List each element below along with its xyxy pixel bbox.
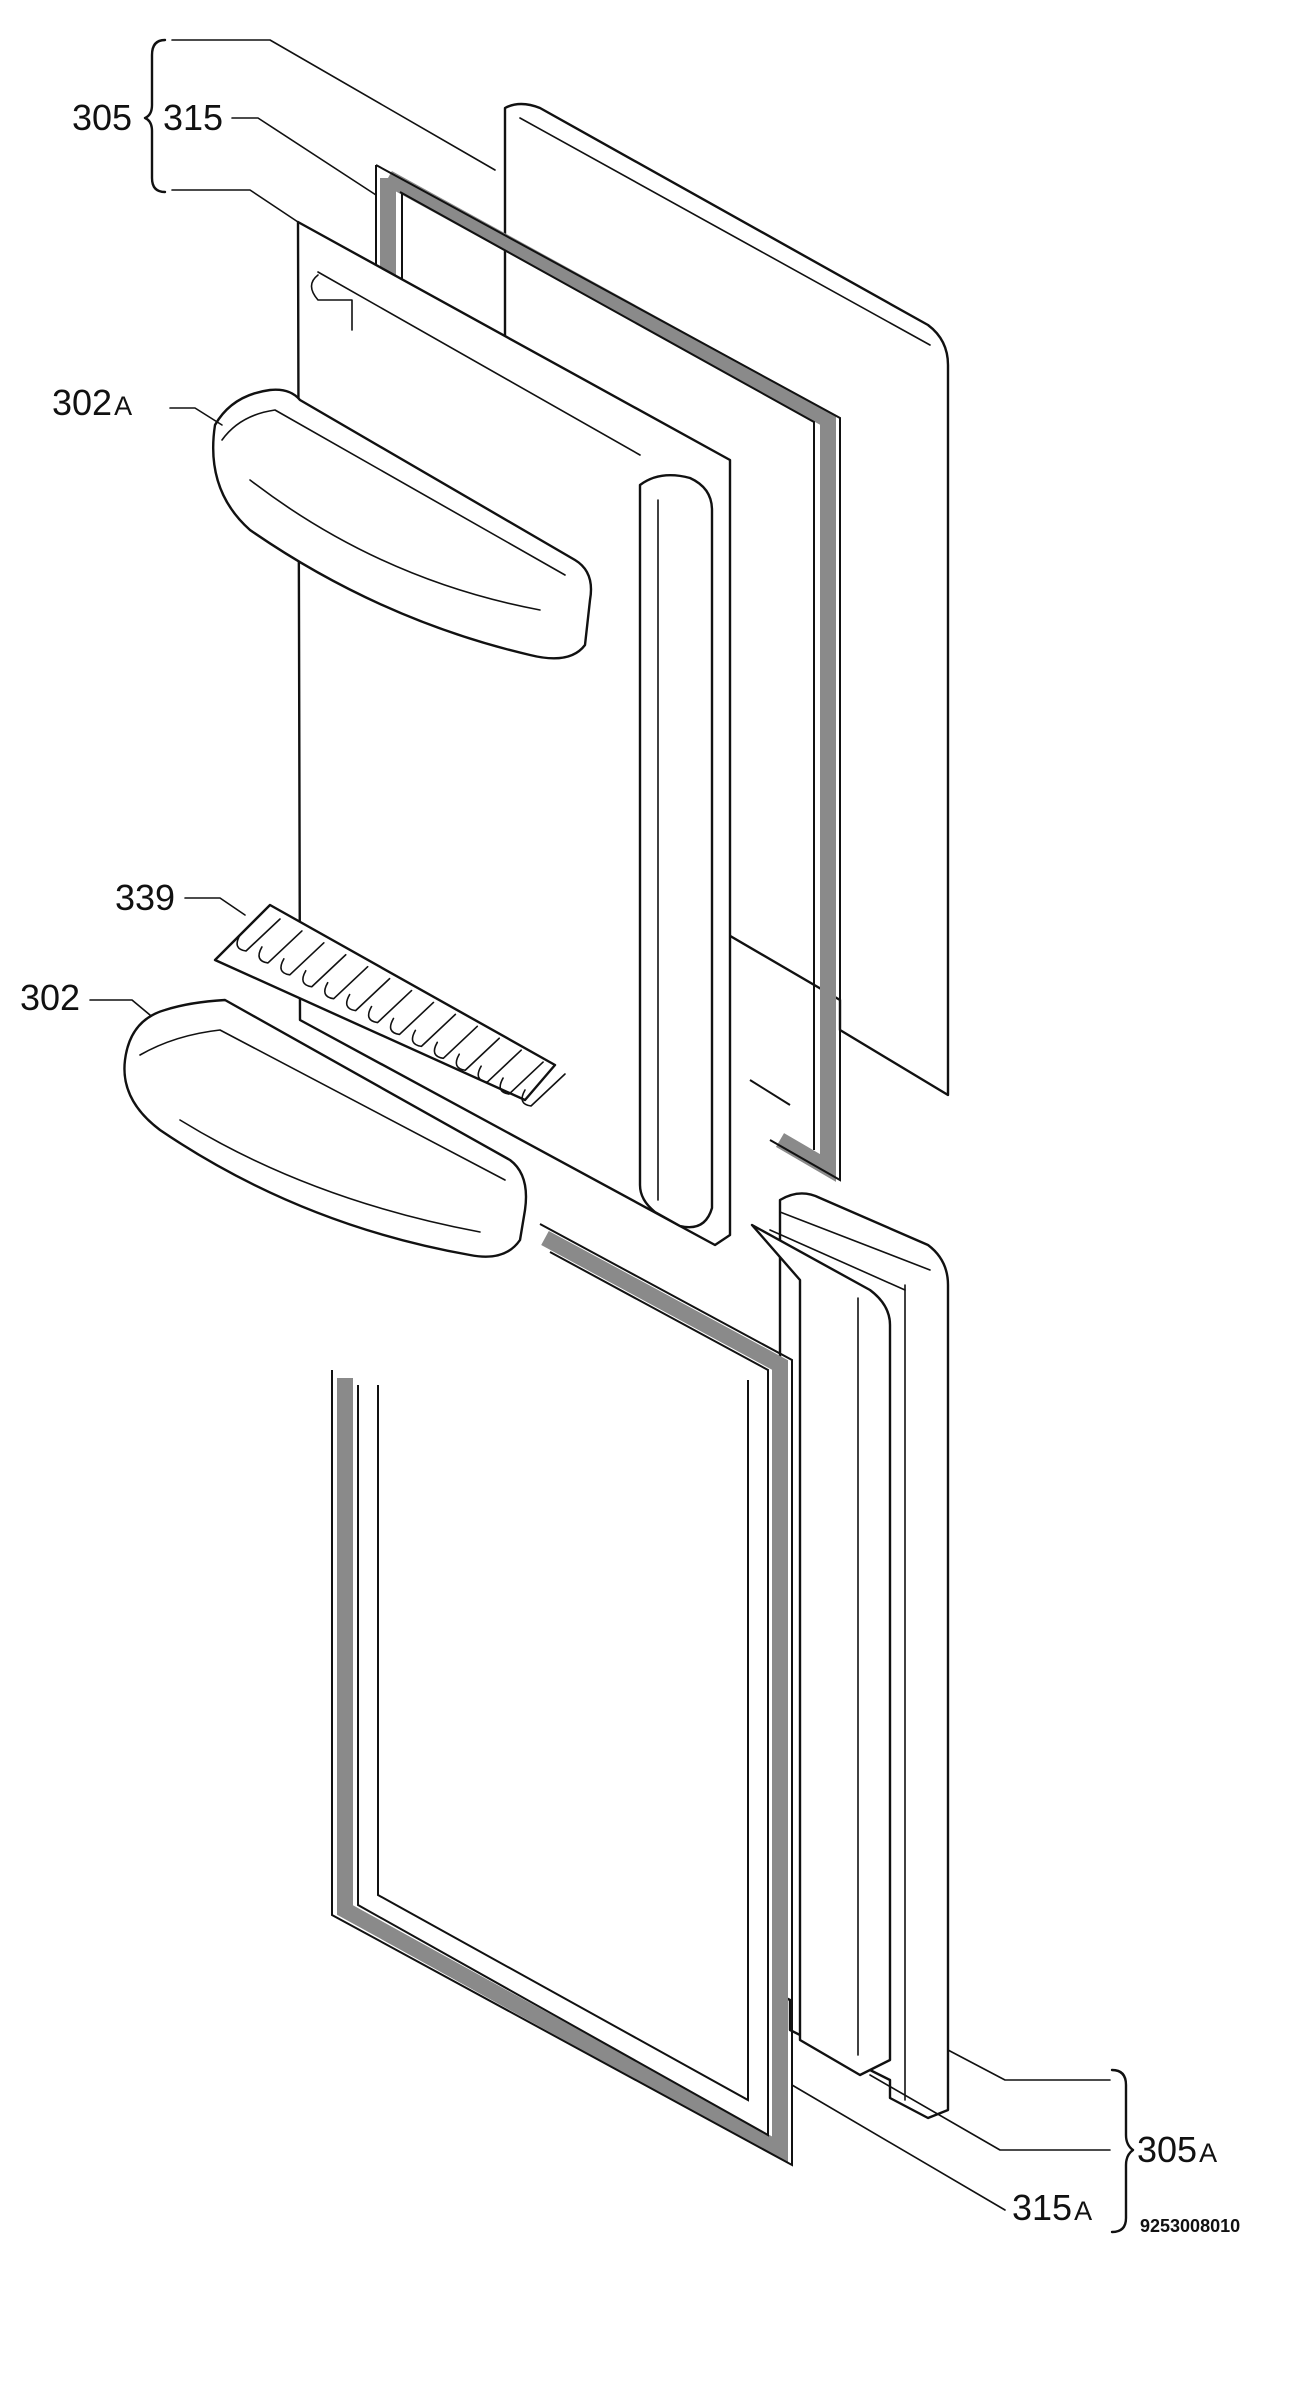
label-305: 305 xyxy=(72,97,132,138)
egg-rib xyxy=(302,953,347,988)
label-302a-num: 302 xyxy=(52,382,112,423)
lower-door-seal xyxy=(331,1223,793,2167)
label-305a-num: 305 xyxy=(1137,2129,1197,2170)
egg-rib xyxy=(280,942,325,976)
label-305a-suffix: A xyxy=(1199,2138,1217,2168)
label-315: 315 xyxy=(163,97,223,138)
egg-rib xyxy=(258,930,303,964)
label-315a-suffix: A xyxy=(1074,2196,1092,2226)
egg-tray-ribs xyxy=(236,918,566,1107)
lower-door-shelf xyxy=(123,998,528,1258)
egg-rib xyxy=(389,1001,435,1036)
label-339: 339 xyxy=(115,877,175,918)
upper-door-shelf xyxy=(211,388,593,660)
egg-rib xyxy=(411,1013,457,1048)
egg-rib xyxy=(455,1037,501,1072)
egg-rib xyxy=(477,1049,522,1083)
label-302a: 302A xyxy=(52,382,132,423)
label-305a: 305A xyxy=(1137,2129,1217,2170)
label-302: 302 xyxy=(20,977,80,1018)
egg-rib xyxy=(236,918,281,952)
egg-rib xyxy=(345,977,391,1012)
lower-inner-door-liner xyxy=(750,1223,892,2077)
egg-rib xyxy=(499,1061,544,1095)
label-315a: 315A xyxy=(1012,2187,1092,2228)
egg-rib xyxy=(521,1073,566,1107)
upper-group-bracket xyxy=(143,38,167,194)
egg-rib xyxy=(323,965,369,1000)
drawing-code: 9253008010 xyxy=(1140,2216,1240,2236)
egg-rib xyxy=(367,989,413,1024)
leader-lines xyxy=(89,39,1111,2211)
lower-group-bracket xyxy=(1110,2068,1135,2234)
egg-rib xyxy=(433,1025,479,1060)
label-302a-suffix: A xyxy=(114,391,132,421)
egg-tray xyxy=(213,903,566,1107)
label-315a-num: 315 xyxy=(1012,2187,1072,2228)
